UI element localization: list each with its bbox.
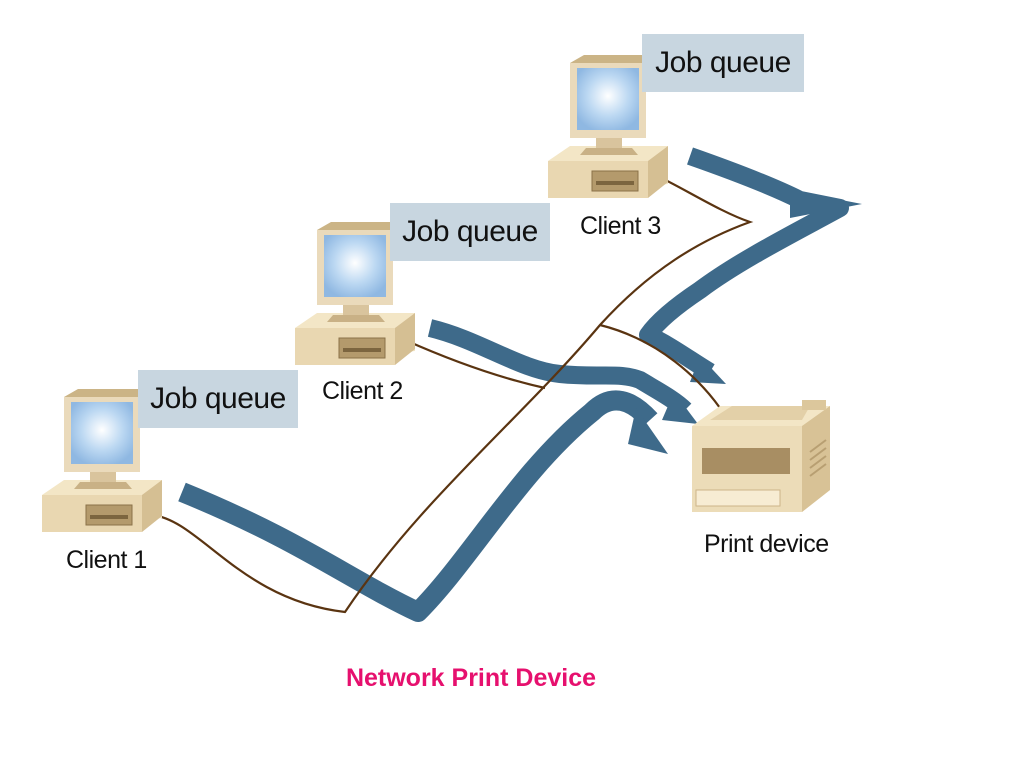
job-queue-label: Job queue bbox=[150, 382, 286, 415]
job-queue-label: Job queue bbox=[655, 46, 791, 79]
client-2-label: Client 2 bbox=[322, 377, 403, 405]
flow-client3 bbox=[639, 147, 849, 380]
flow-client2-arrow bbox=[662, 392, 698, 424]
client-1-job-queue: Job queue bbox=[138, 370, 298, 428]
client-3-label: Client 3 bbox=[580, 212, 661, 240]
flow-client3-tip bbox=[790, 190, 862, 218]
flow-client1 bbox=[178, 390, 658, 622]
print-device-label: Print device bbox=[704, 530, 829, 558]
client-1-label: Client 1 bbox=[66, 546, 147, 574]
client-3-job-queue: Job queue bbox=[642, 34, 804, 92]
flow-client2 bbox=[427, 319, 692, 417]
job-queue-label: Job queue bbox=[402, 215, 538, 248]
client-2-job-queue: Job queue bbox=[390, 203, 550, 261]
diagram-caption: Network Print Device bbox=[345, 664, 597, 692]
print-device bbox=[692, 400, 830, 512]
flow-client3-arrow bbox=[690, 356, 726, 384]
network-cable bbox=[151, 173, 754, 614]
flow-client1-arrow bbox=[628, 408, 668, 454]
